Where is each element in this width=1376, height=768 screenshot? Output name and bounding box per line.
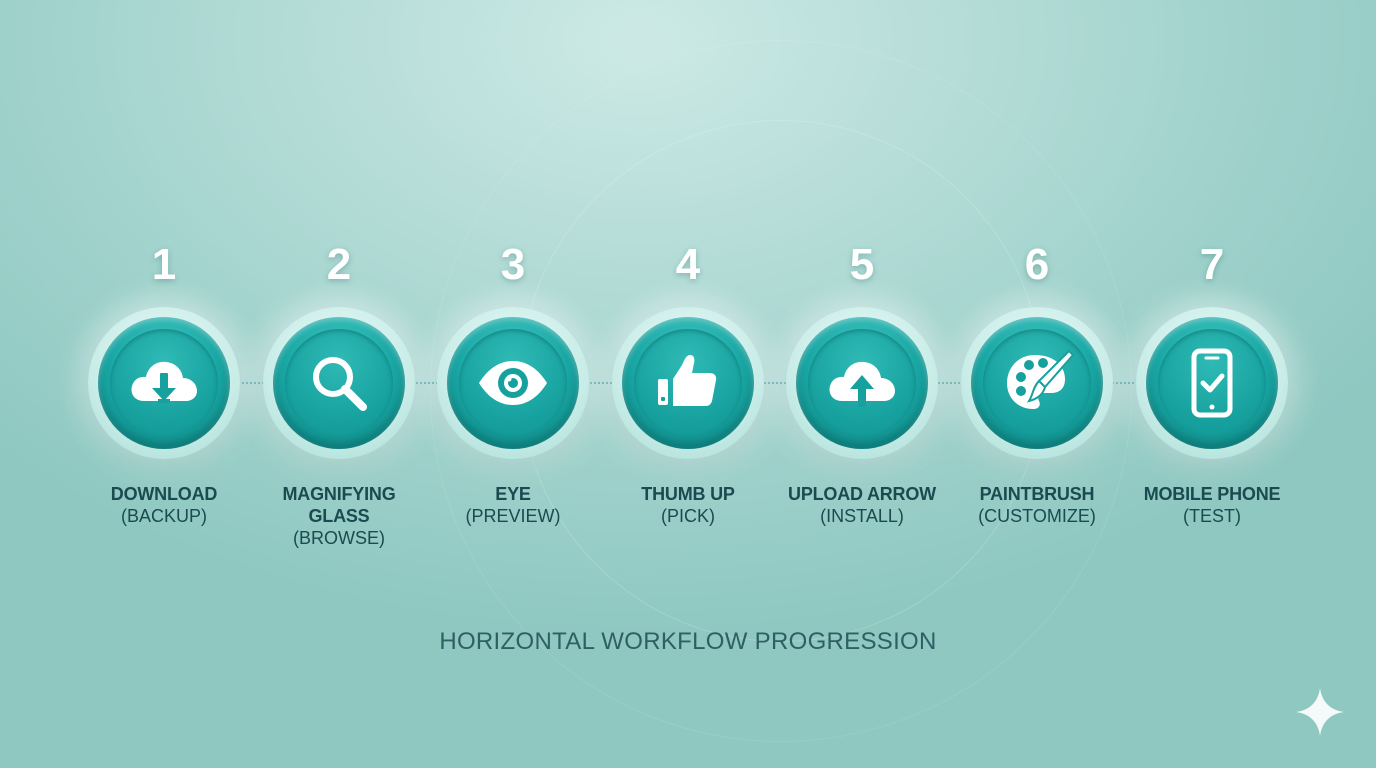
- step-role: (PREVIEW): [465, 506, 561, 526]
- step-label: UPLOAD ARROW (INSTALL): [772, 483, 952, 527]
- connector-3-4: [586, 382, 616, 384]
- connector-5-6: [934, 382, 964, 384]
- palette-paintbrush-icon: [1007, 349, 1075, 409]
- step-badge: [1136, 307, 1288, 459]
- step-label: MOBILE PHONE (TEST): [1122, 483, 1302, 527]
- workflow-caption: HORIZONTAL WORKFLOW PROGRESSION: [439, 628, 937, 655]
- step-name: UPLOAD ARROW: [788, 484, 936, 504]
- step-role: (BACKUP): [120, 506, 207, 526]
- step-role: (TEST): [1183, 506, 1241, 526]
- cloud-download-icon: [131, 361, 197, 403]
- connector-2-3: [412, 382, 442, 384]
- step-number: 5: [849, 240, 875, 289]
- cloud-upload-icon: [829, 361, 895, 407]
- step-name: MAGNIFYING GLASS: [282, 484, 396, 526]
- step-badge: [961, 307, 1113, 459]
- step-badge: [88, 307, 240, 459]
- connector-4-5: [760, 382, 790, 384]
- step-number: 2: [326, 240, 352, 289]
- step-number: 4: [675, 240, 701, 289]
- sparkle-icon: [1296, 688, 1344, 736]
- step-number: 7: [1199, 240, 1225, 289]
- step-label: MAGNIFYING GLASS (BROWSE): [249, 483, 429, 549]
- connector-1-2: [238, 382, 268, 384]
- step-label: THUMB UP (PICK): [598, 483, 778, 527]
- step-name: EYE: [495, 484, 531, 504]
- step-badge: [437, 307, 589, 459]
- step-badge: [263, 307, 415, 459]
- step-badge: [786, 307, 938, 459]
- step-role: (INSTALL): [820, 506, 904, 526]
- step-role: (CUSTOMIZE): [978, 506, 1096, 526]
- step-name: MOBILE PHONE: [1143, 484, 1281, 504]
- step-name: THUMB UP: [641, 484, 735, 504]
- eye-icon: [479, 361, 547, 405]
- step-number: 6: [1024, 240, 1050, 289]
- magnifying-glass-icon: [313, 357, 367, 411]
- step-label: PAINTBRUSH (CUSTOMIZE): [947, 483, 1127, 527]
- thumb-up-icon: [658, 355, 717, 406]
- step-role: (PICK): [661, 506, 715, 526]
- step-label: EYE (PREVIEW): [423, 483, 603, 527]
- step-role: (BROWSE): [293, 528, 385, 548]
- step-label: DOWNLOAD (BACKUP): [74, 483, 254, 527]
- step-number: 3: [500, 240, 526, 289]
- mobile-phone-check-icon: [1191, 348, 1233, 418]
- step-name: DOWNLOAD: [110, 484, 218, 504]
- connector-6-7: [1108, 382, 1138, 384]
- step-number: 1: [151, 240, 177, 289]
- step-badge: [612, 307, 764, 459]
- step-name: PAINTBRUSH: [979, 484, 1095, 504]
